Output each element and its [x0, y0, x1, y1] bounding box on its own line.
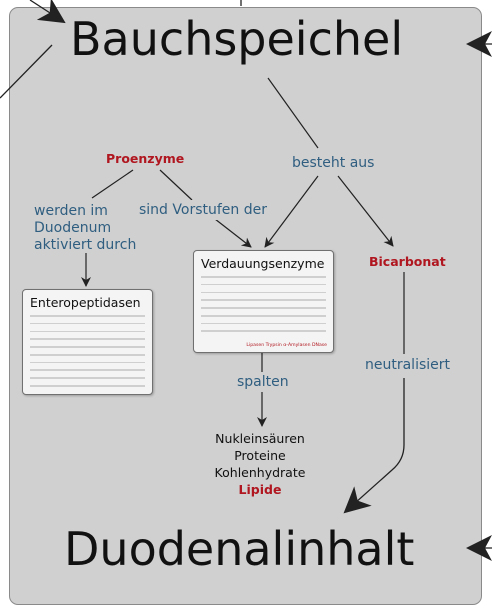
- edge-neutralisiert-duodenal: [343, 378, 405, 514]
- node-products[interactable]: Nukleinsäuren Proteine Kohlenhydrate Lip…: [200, 430, 320, 498]
- edge-label-aktiviert-1: werden im: [34, 203, 108, 219]
- product-proteine: Proteine: [234, 448, 286, 463]
- edge-besteht-verdauung: [264, 175, 319, 248]
- node-proenzyme[interactable]: Proenzyme: [106, 151, 185, 166]
- edge-proenzyme-vorstufen: [159, 169, 193, 201]
- product-lipide: Lipide: [238, 482, 282, 497]
- edge-label-aktiviert-2: Duodenum: [34, 220, 112, 236]
- node-verdauungsenzyme[interactable]: Verdauungsenzyme Lipasen Trypsin α-Amyla…: [193, 250, 334, 353]
- edge-vorstufen-verdauung: [214, 218, 252, 248]
- product-nukleinsaeuren: Nukleinsäuren: [215, 431, 305, 446]
- product-kohlenhydrate: Kohlenhydrate: [214, 465, 306, 480]
- enteropeptidasen-preview-lines: [30, 315, 145, 393]
- edge-bauchspeichel-besteht: [267, 77, 319, 149]
- node-bauchspeichel[interactable]: Bauchspeichel: [70, 12, 404, 66]
- verdauungsenzyme-footnote: Lipasen Trypsin α-Amylasen DNase: [246, 343, 327, 348]
- edge-proenzyme-aktiviert: [91, 169, 134, 199]
- edge-label-spalten: spalten: [237, 372, 289, 392]
- edge-label-besteht-aus: besteht aus: [292, 153, 375, 173]
- edge-besteht-bicarbonat: [337, 175, 394, 247]
- enteropeptidasen-title: Enteropeptidasen: [30, 295, 141, 310]
- edge-label-aktiviert-3: aktiviert durch: [34, 237, 137, 253]
- verdauungsenzyme-title: Verdauungsenzyme: [201, 256, 325, 271]
- node-bicarbonat[interactable]: Bicarbonat: [369, 254, 446, 269]
- edge-offpage-top: [29, 0, 66, 24]
- node-enteropeptidasen[interactable]: Enteropeptidasen: [22, 289, 153, 395]
- edge-label-neutralisiert: neutralisiert: [365, 355, 451, 375]
- node-duodenalinhalt[interactable]: Duodenalinhalt: [64, 522, 415, 576]
- verdauungsenzyme-preview-lines: [201, 276, 326, 338]
- edge-label-vorstufen: sind Vorstufen der: [139, 200, 267, 220]
- edge-offpage-left: [0, 44, 53, 99]
